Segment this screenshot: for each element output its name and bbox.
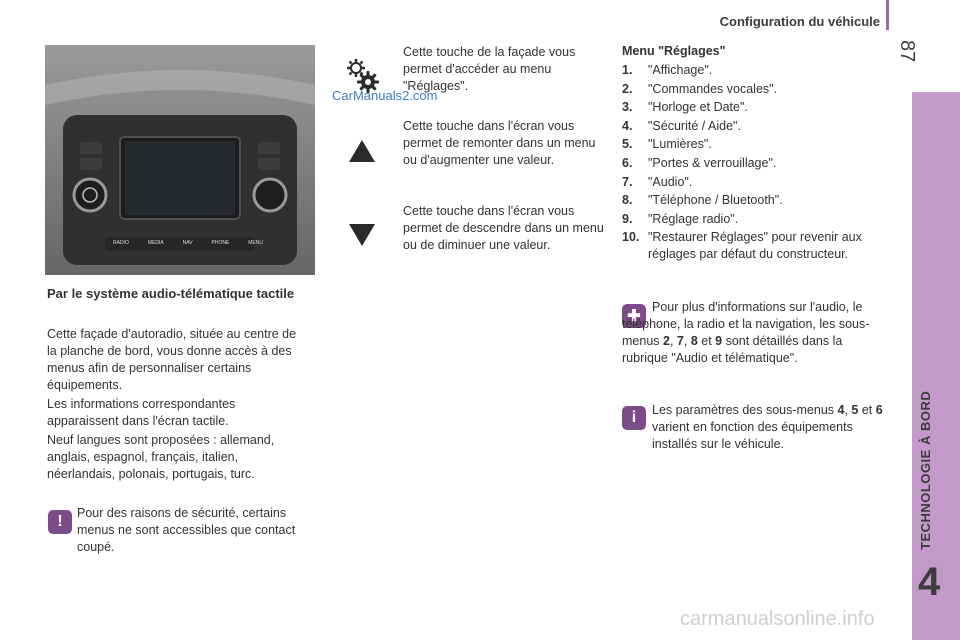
menu-list: 1."Affichage". 2."Commandes vocales". 3.… — [622, 62, 892, 265]
page-header-title: Configuration du véhicule — [719, 14, 880, 29]
radio-panel-photo: RADIO MEDIA NAV PHONE MENU — [45, 45, 315, 275]
chapter-sidebar — [912, 92, 960, 640]
list-item: 10."Restaurer Réglages" pour revenir aux… — [622, 230, 862, 262]
paragraph-3: Neuf langues sont proposées : allemand, … — [47, 433, 275, 481]
phone-button-label: PHONE — [211, 240, 230, 246]
menu-title: Menu "Réglages" — [622, 44, 726, 58]
up-key-desc: Cette touche dans l'écran vous permet de… — [403, 119, 596, 167]
plus-icon: ✚ — [622, 304, 646, 328]
list-item: 5."Lumières". — [622, 137, 712, 152]
arrow-up-icon — [349, 140, 375, 162]
menu-button-label: MENU — [248, 240, 263, 246]
warning-icon: ! — [48, 510, 72, 534]
media-button-label: MEDIA — [147, 240, 164, 246]
paragraph-1: Cette façade d'autoradio, située au cent… — [47, 327, 297, 392]
list-item: 4."Sécurité / Aide". — [622, 118, 741, 133]
list-item: 9."Réglage radio". — [622, 211, 739, 226]
info-icon: i — [622, 406, 646, 430]
list-item: 1."Affichage". — [622, 63, 713, 77]
watermark-top: CarManuals2.com — [332, 88, 438, 103]
list-item: 2."Commandes vocales". — [622, 81, 778, 96]
list-item: 6."Portes & verrouillage". — [622, 155, 777, 170]
paragraph-2: Les informations correspondantes apparai… — [47, 397, 236, 428]
list-item: 7."Audio". — [622, 174, 693, 189]
arrow-down-icon — [349, 224, 375, 246]
header-divider — [886, 0, 889, 30]
warning-text: Pour des raisons de sécurité, certains m… — [77, 506, 296, 554]
chapter-number: 4 — [918, 560, 941, 604]
list-item: 3."Horloge et Date". — [622, 100, 748, 115]
info-text: Les paramètres des sous-menus 4, 5 et 6 … — [652, 403, 883, 451]
list-item: 8."Téléphone / Bluetooth". — [622, 193, 783, 208]
settings-key-desc: Cette touche de la façade vous permet d'… — [403, 45, 576, 93]
settings-gear-icon — [344, 56, 380, 96]
section-title: Par le système audio-télématique tactile — [47, 286, 295, 301]
page-number: 87 — [896, 40, 918, 63]
down-key-desc: Cette touche dans l'écran vous permet de… — [403, 204, 604, 252]
radio-button-label: RADIO — [113, 240, 129, 246]
nav-button-label: NAV — [182, 240, 193, 246]
watermark-bottom: carmanualsonline.info — [680, 608, 875, 630]
info-plus-text: Pour plus d'informations sur l'audio, le… — [622, 300, 870, 365]
chapter-label: TECHNOLOGIE À BORD — [918, 390, 933, 550]
